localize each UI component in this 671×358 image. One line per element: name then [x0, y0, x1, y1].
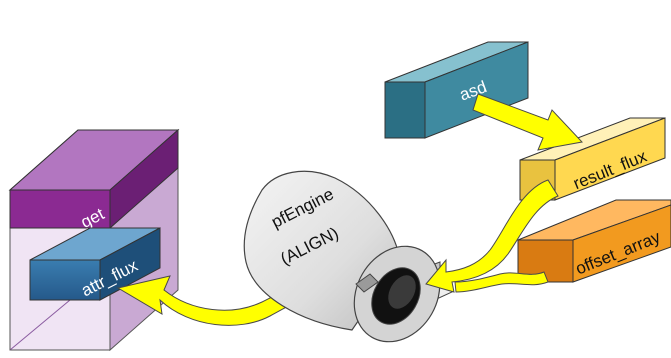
- arrow-asd-to-result-flux: [473, 94, 582, 150]
- offset-array-box: offset_array: [518, 200, 671, 282]
- get-container: get attr_flux: [10, 130, 178, 350]
- pfengine-cylinder: pfEngine (ALIGN): [244, 171, 456, 357]
